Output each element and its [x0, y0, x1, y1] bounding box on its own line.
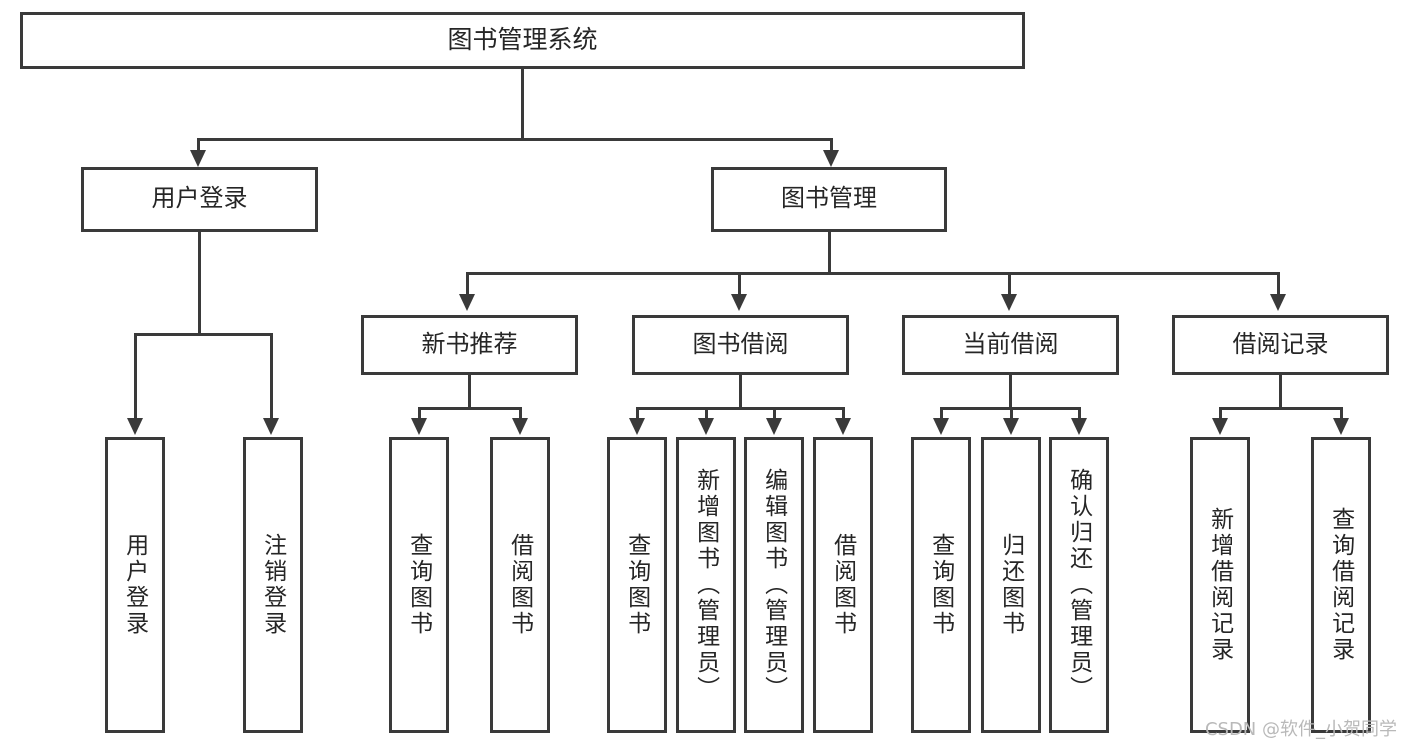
- arrow-to-leaf-borrow-book-2: [835, 418, 851, 435]
- connector-user-login-drop-2: [270, 333, 273, 421]
- node-root-label: 图书管理系统: [447, 25, 598, 54]
- node-leaf-logout-login-label: 注销登录: [260, 533, 287, 637]
- node-borrow-record-label: 借阅记录: [1232, 330, 1329, 358]
- node-book-management[interactable]: 图书管理: [711, 167, 947, 232]
- node-leaf-add-borrow-record-label: 新增借阅记录: [1207, 507, 1234, 663]
- connector-root-stem: [521, 69, 524, 140]
- arrow-to-leaf-return-book: [1003, 418, 1019, 435]
- arrow-to-leaf-query-book-2: [629, 418, 645, 435]
- node-leaf-query-borrow-record[interactable]: 查询借阅记录: [1311, 437, 1371, 733]
- node-leaf-query-borrow-record-label: 查询借阅记录: [1328, 507, 1355, 663]
- csdn-watermark: CSDN @软件_小贺同学: [1204, 719, 1397, 740]
- node-leaf-query-book-2[interactable]: 查询图书: [607, 437, 667, 733]
- connector-cb-stem: [1009, 375, 1012, 409]
- connector-bb-drop-3: [773, 407, 776, 421]
- connector-user-login-bus: [134, 333, 273, 336]
- connector-bb-stem: [739, 375, 742, 409]
- node-current-borrow-label: 当前借阅: [962, 330, 1059, 358]
- arrow-to-leaf-query-borrow-record: [1333, 418, 1349, 435]
- node-leaf-query-book-3[interactable]: 查询图书: [911, 437, 971, 733]
- node-book-borrow-label: 图书借阅: [692, 330, 789, 358]
- connector-bm-drop-1: [466, 272, 469, 299]
- connector-bb-drop-2: [705, 407, 708, 421]
- connector-nbr-drop-2: [519, 407, 522, 421]
- node-leaf-confirm-return-label: 确认归还（管理员）: [1066, 468, 1093, 702]
- connector-br-drop-2: [1340, 407, 1343, 421]
- node-leaf-logout-login[interactable]: 注销登录: [243, 437, 303, 733]
- arrow-to-new-book-recommend: [459, 294, 475, 311]
- connector-cb-drop-1: [940, 407, 943, 421]
- node-book-borrow[interactable]: 图书借阅: [632, 315, 849, 375]
- node-leaf-query-book-1-label: 查询图书: [406, 533, 433, 637]
- arrow-to-leaf-confirm-return: [1071, 418, 1087, 435]
- connector-root-to-user-login: [197, 138, 200, 156]
- node-leaf-borrow-book-1-label: 借阅图书: [507, 533, 534, 637]
- node-current-borrow[interactable]: 当前借阅: [902, 315, 1119, 375]
- node-borrow-record[interactable]: 借阅记录: [1172, 315, 1389, 375]
- node-leaf-add-book-label: 新增图书（管理员）: [693, 468, 720, 702]
- arrow-to-leaf-add-borrow-record: [1212, 418, 1228, 435]
- arrow-to-borrow-record: [1270, 294, 1286, 311]
- node-leaf-borrow-book-2-label: 借阅图书: [830, 533, 857, 637]
- node-new-book-recommend[interactable]: 新书推荐: [361, 315, 578, 375]
- connector-book-management-bus: [466, 272, 1280, 275]
- connector-book-management-stem: [828, 232, 831, 274]
- node-root[interactable]: 图书管理系统: [20, 12, 1025, 69]
- connector-br-stem: [1279, 375, 1282, 409]
- connector-cb-drop-3: [1078, 407, 1081, 421]
- node-leaf-add-borrow-record[interactable]: 新增借阅记录: [1190, 437, 1250, 733]
- connector-bb-bus: [636, 407, 845, 410]
- connector-br-drop-1: [1219, 407, 1222, 421]
- connector-bb-drop-4: [842, 407, 845, 421]
- node-leaf-add-book[interactable]: 新增图书（管理员）: [676, 437, 736, 733]
- arrow-to-leaf-logout-login: [263, 418, 279, 435]
- arrow-root-to-user-login: [190, 150, 206, 167]
- connector-nbr-drop-1: [418, 407, 421, 421]
- connector-bm-drop-4: [1277, 272, 1280, 299]
- connector-bm-drop-2: [738, 272, 741, 299]
- arrow-to-leaf-query-book-3: [933, 418, 949, 435]
- arrow-to-leaf-user-login: [127, 418, 143, 435]
- node-leaf-user-login[interactable]: 用户登录: [105, 437, 165, 733]
- arrow-to-leaf-add-book: [698, 418, 714, 435]
- arrow-to-leaf-borrow-book-1: [512, 418, 528, 435]
- connector-bb-drop-1: [636, 407, 639, 421]
- arrow-root-to-book-management: [823, 150, 839, 167]
- node-user-login-label: 用户登录: [151, 185, 248, 213]
- connector-user-login-drop-1: [134, 333, 137, 421]
- node-leaf-edit-book[interactable]: 编辑图书（管理员）: [744, 437, 804, 733]
- node-leaf-query-book-3-label: 查询图书: [928, 533, 955, 637]
- arrow-to-book-borrow: [731, 294, 747, 311]
- connector-br-bus: [1219, 407, 1343, 410]
- node-user-login[interactable]: 用户登录: [81, 167, 318, 232]
- arrow-to-leaf-edit-book: [766, 418, 782, 435]
- arrow-to-current-borrow: [1001, 294, 1017, 311]
- node-leaf-return-book-label: 归还图书: [998, 533, 1025, 637]
- arrow-to-leaf-query-book-1: [411, 418, 427, 435]
- connector-nbr-stem: [468, 375, 471, 409]
- node-leaf-return-book[interactable]: 归还图书: [981, 437, 1041, 733]
- connector-nbr-bus: [418, 407, 522, 410]
- node-leaf-borrow-book-1[interactable]: 借阅图书: [490, 437, 550, 733]
- node-leaf-query-book-2-label: 查询图书: [624, 533, 651, 637]
- connector-user-login-stem: [198, 232, 201, 335]
- node-book-management-label: 图书管理: [781, 185, 877, 213]
- connector-root-bus: [197, 138, 832, 141]
- connector-bm-drop-3: [1008, 272, 1011, 299]
- connector-root-to-book-management: [830, 138, 833, 156]
- node-leaf-user-login-label: 用户登录: [122, 533, 149, 637]
- node-leaf-edit-book-label: 编辑图书（管理员）: [761, 468, 788, 702]
- node-leaf-confirm-return[interactable]: 确认归还（管理员）: [1049, 437, 1109, 733]
- connector-cb-drop-2: [1010, 407, 1013, 421]
- node-new-book-recommend-label: 新书推荐: [421, 330, 518, 358]
- node-leaf-query-book-1[interactable]: 查询图书: [389, 437, 449, 733]
- node-leaf-borrow-book-2[interactable]: 借阅图书: [813, 437, 873, 733]
